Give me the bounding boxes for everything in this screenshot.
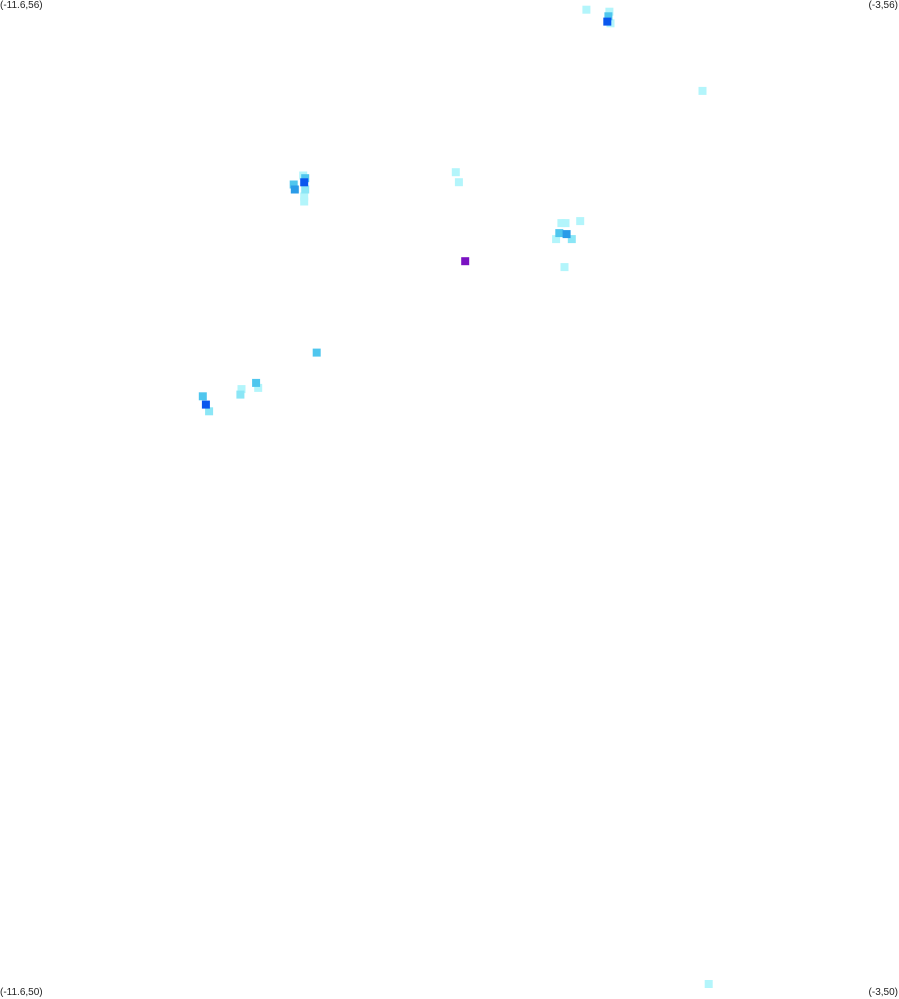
heat-cell	[604, 12, 613, 21]
heat-cell	[562, 230, 571, 239]
heat-cell	[451, 168, 460, 177]
heat-cell	[289, 180, 298, 189]
heat-cell	[237, 385, 246, 394]
heat-cell	[312, 348, 321, 357]
heat-cell	[300, 197, 309, 206]
heat-cell	[552, 235, 561, 244]
heat-cell	[603, 17, 612, 26]
heat-cell	[454, 178, 463, 187]
heat-cell	[582, 5, 591, 14]
heat-cell	[201, 400, 210, 409]
corner-label-top-left: (-11.6,56)	[0, 0, 43, 11]
heat-cell	[555, 229, 564, 238]
heat-cell	[300, 178, 309, 187]
heat-cell	[567, 235, 576, 244]
heat-cell	[461, 257, 470, 266]
heat-cell	[557, 219, 566, 228]
heat-cell	[605, 7, 614, 16]
heat-cell	[252, 378, 261, 387]
heat-cell	[205, 407, 214, 416]
corner-label-bottom-right: (-3,50)	[868, 987, 898, 998]
heat-cell	[576, 217, 585, 226]
heat-cell	[301, 174, 310, 183]
heat-cell	[198, 392, 207, 401]
heat-cell	[561, 219, 570, 228]
heat-cell	[698, 86, 707, 95]
corner-label-top-right: (-3,56)	[868, 0, 898, 11]
heat-cell	[560, 263, 569, 272]
heat-cell	[254, 383, 263, 392]
heat-cell	[704, 980, 713, 988]
heat-cell	[301, 185, 310, 194]
corner-label-bottom-left: (-11.6,50)	[0, 987, 43, 998]
heat-cell	[236, 390, 245, 399]
heat-cell	[290, 185, 299, 194]
heat-cell	[300, 192, 309, 201]
